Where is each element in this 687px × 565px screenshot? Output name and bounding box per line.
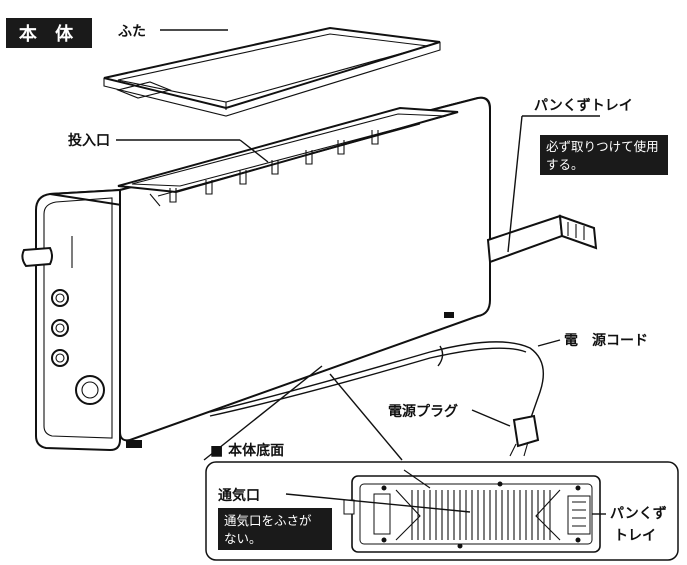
toaster-body-illustration (21, 96, 491, 452)
plug-illustration (509, 414, 540, 457)
bottom-tray-label-2: トレイ (614, 528, 656, 544)
power-cord-line (209, 341, 544, 427)
crumb-tray-leader-down (507, 115, 523, 253)
vent-note-line-1: 通気口をふさが (224, 513, 312, 528)
header-title: 本 体 (19, 23, 79, 45)
zoom-line-right (329, 373, 403, 461)
header-badge (6, 18, 92, 48)
slot-label: 投入口 (68, 133, 110, 149)
plug-leader (471, 409, 511, 427)
zoom-line-left (203, 365, 323, 461)
slot-leader-tip (239, 139, 269, 163)
vent-note-box (218, 508, 332, 550)
crumb-tray-illustration (486, 214, 598, 264)
bottom-plate-illustration (343, 469, 601, 553)
bottom-view-title: ■ 本体底面 (210, 442, 284, 459)
lid-illustration (103, 26, 441, 117)
bottom-tray-label-1: パンくず (610, 505, 667, 522)
crumb-tray-note-line-1: 必ず取りつけて使用 (546, 139, 659, 154)
crumb-tray-note-box (540, 135, 668, 175)
lid-label: ふた (118, 24, 146, 40)
crumb-tray-label: パンくずトレイ (534, 97, 633, 114)
vent-leader (285, 493, 471, 513)
vent-label: 通気口 (218, 487, 260, 504)
crumb-tray-note-line-2: する。 (546, 157, 584, 172)
plug-label: 電源プラグ (388, 403, 458, 420)
power-cord-leader (537, 339, 561, 347)
power-cord-label: 電 源コード (564, 332, 648, 349)
vent-note-line-2: ない。 (224, 531, 262, 546)
